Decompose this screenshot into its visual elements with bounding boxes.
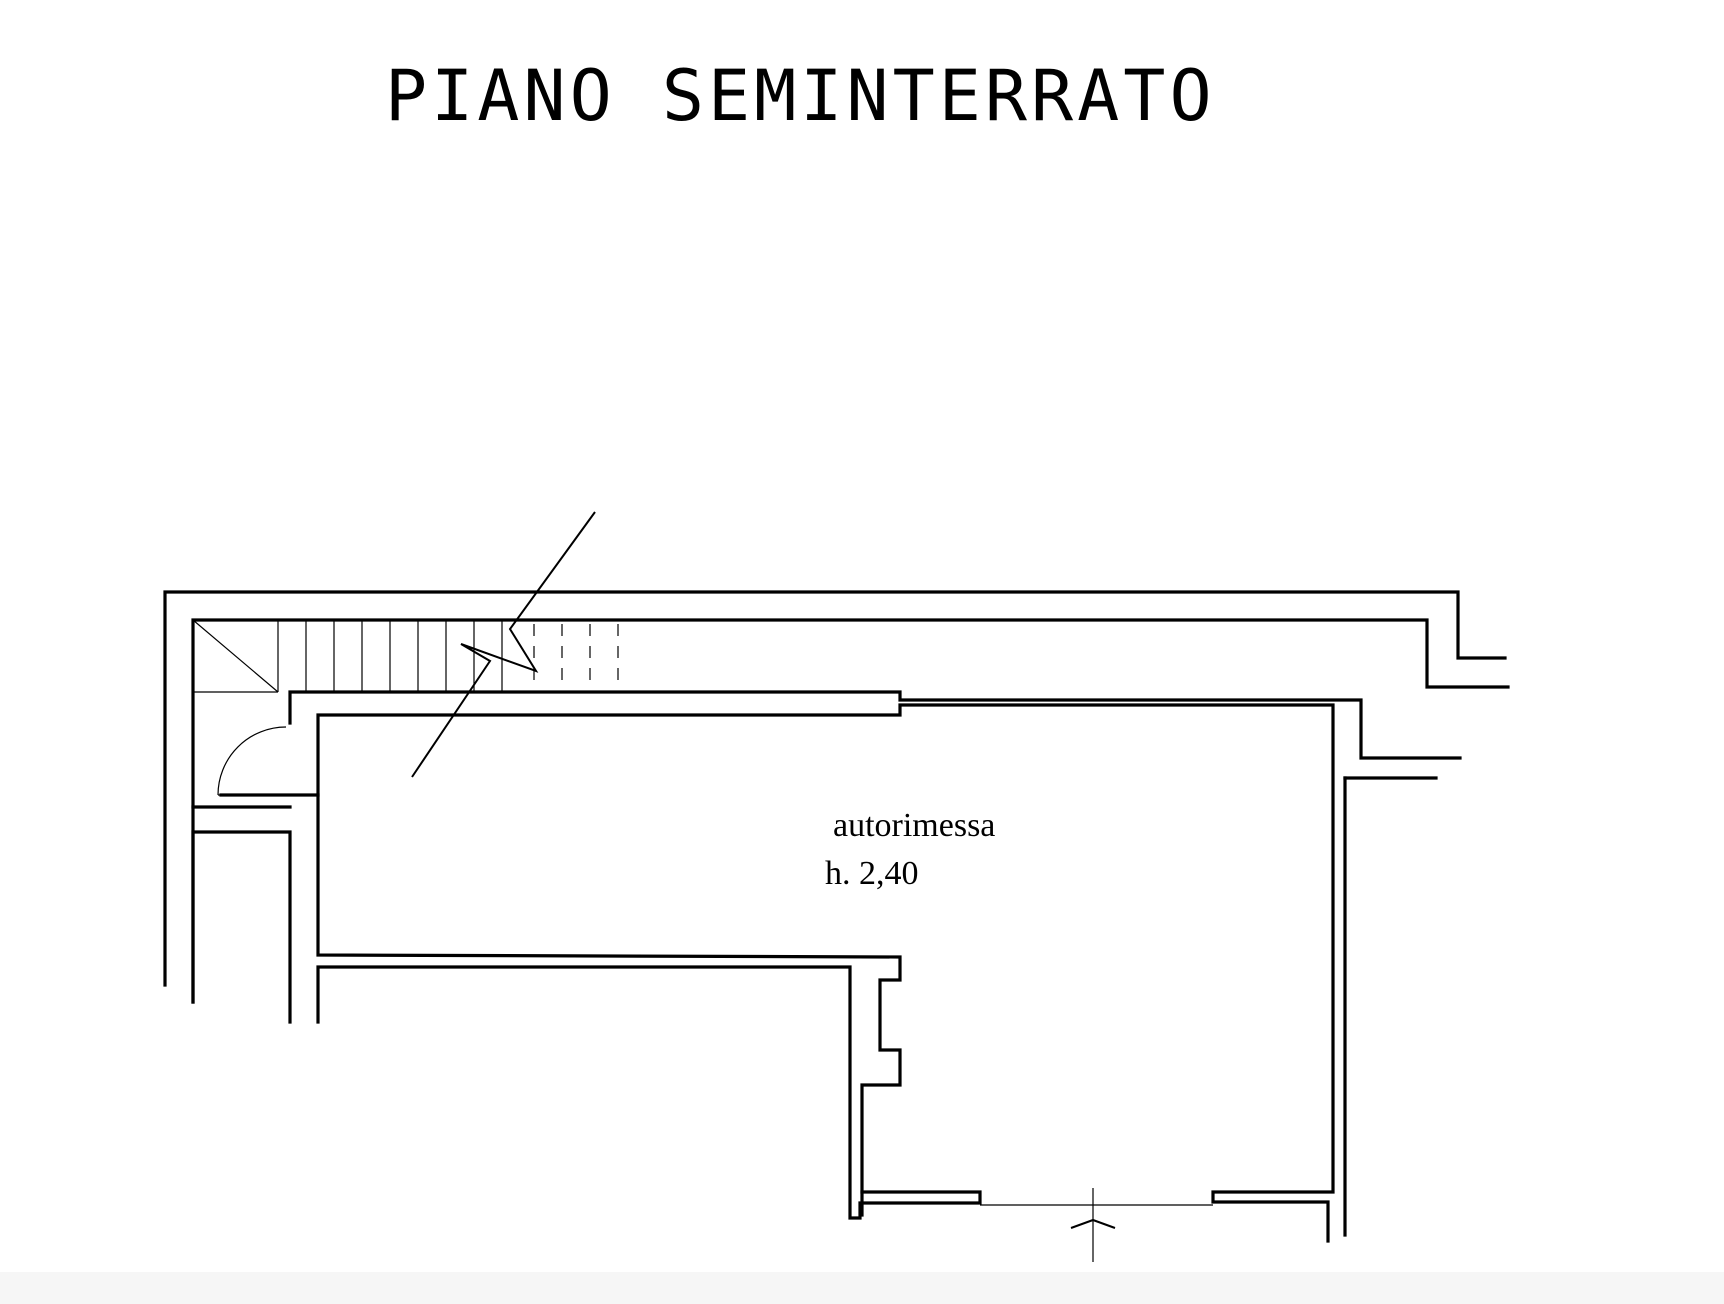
garage-left-wall [219, 703, 1335, 1243]
garage-entry-arrow-icon [1070, 1218, 1116, 1229]
garage-mid-wall [316, 793, 902, 1217]
page-bottom-edge [0, 1272, 1724, 1304]
landing-wall-lower [191, 830, 292, 1024]
stair-treads [277, 620, 619, 692]
outer-wall [163, 590, 1507, 987]
stair-landing-diagonal [192, 619, 279, 693]
stair-corridor-wall [191, 618, 1510, 1004]
room-height: h. 2,40 [825, 855, 919, 892]
stair-cut-line [411, 511, 596, 778]
corridor-separation-wall [288, 690, 1462, 760]
garage-mid-wall-outer [316, 965, 982, 1220]
plan-title: PIANO SEMINTERRATO [385, 55, 1216, 137]
door-swing-icon [217, 726, 287, 796]
room-name: autorimessa [833, 807, 995, 844]
